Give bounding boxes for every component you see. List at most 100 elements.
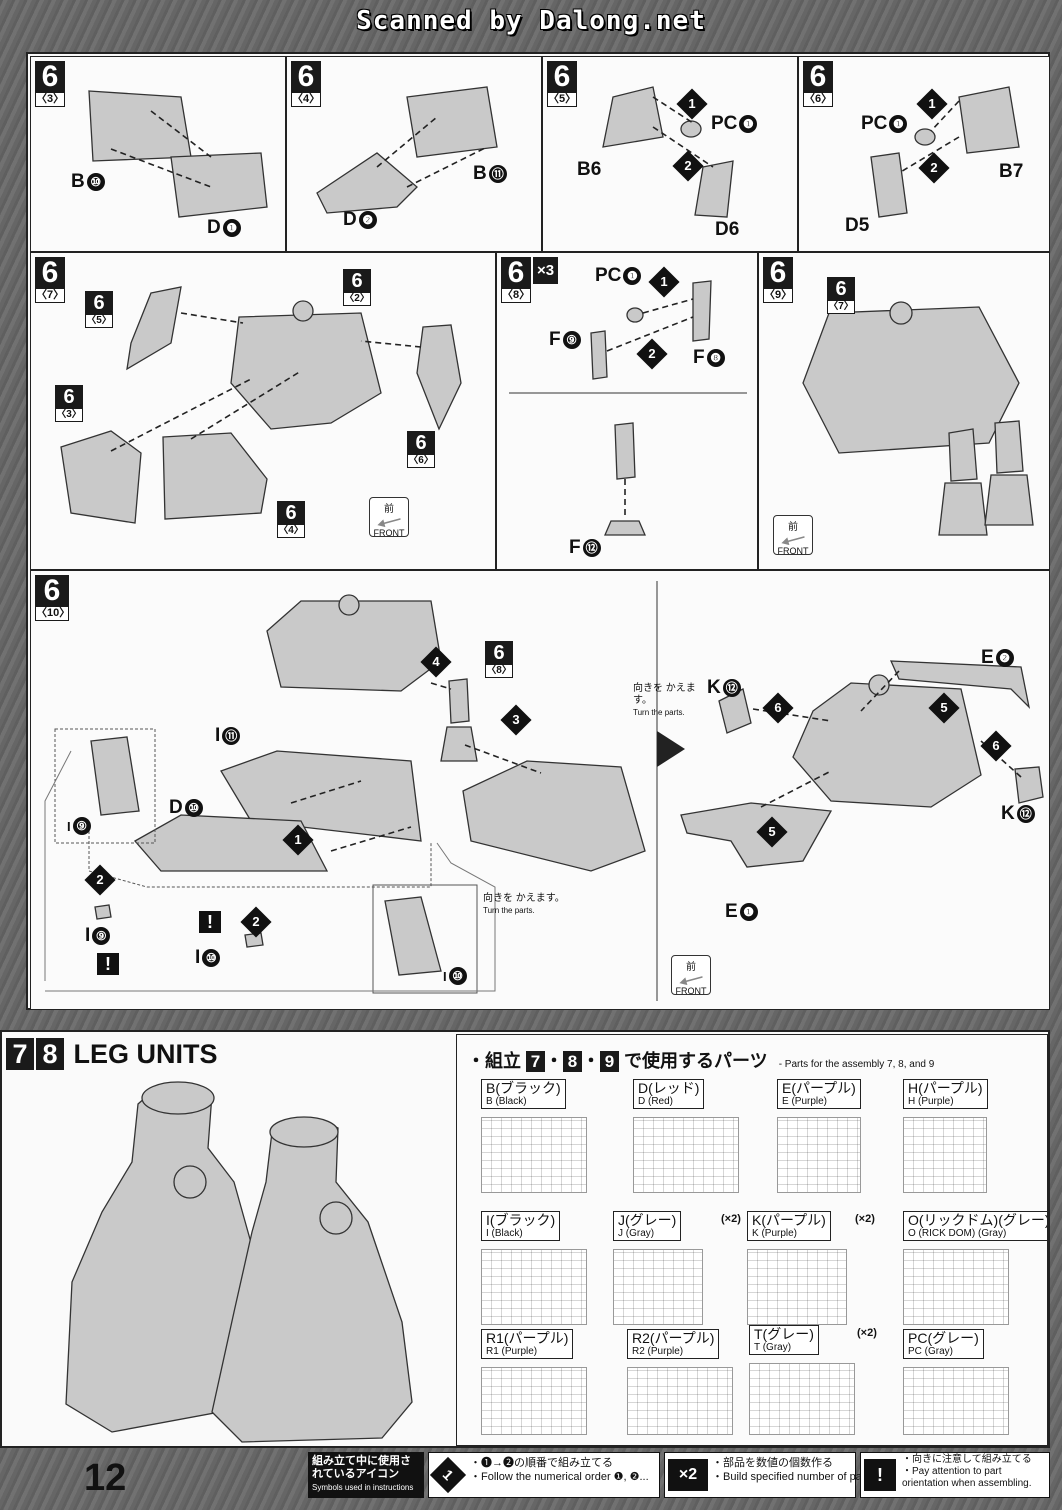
step-marker: 2 <box>672 150 704 182</box>
runner-b: B(ブラック)B (Black) <box>481 1079 601 1193</box>
runner-diagram <box>627 1367 733 1435</box>
step-number: 6 <box>35 61 65 93</box>
step-badge: 6〈3〉 <box>35 61 65 107</box>
step-badge: 6〈5〉 <box>547 60 577 107</box>
parts-illustration <box>88 90 268 218</box>
step-marker: 4 <box>420 646 452 678</box>
label-b7: B7 <box>999 161 1024 182</box>
step-badge: 6〈9〉 <box>763 256 793 303</box>
symbol-order-text: ・❶→❷の順番で組み立てる・Follow the numerical order… <box>470 1457 649 1483</box>
runner-d: D(レッド)D (Red) <box>633 1079 753 1193</box>
runner-h: H(パープル)H (Purple) <box>903 1079 1023 1193</box>
parts-illustration <box>602 86 734 218</box>
step-badge: 6〈6〉 <box>803 60 833 107</box>
runner-r1: R1(パープル)R1 (Purple) <box>481 1329 601 1435</box>
runner-r2: R2(パープル)R2 (Purple) <box>627 1329 747 1435</box>
step-marker: 6 <box>762 692 794 724</box>
runner-diagram <box>749 1363 855 1435</box>
runner-e: E(パープル)E (Purple) <box>777 1079 897 1193</box>
part-ref-6-8: 6〈8〉 <box>485 641 513 678</box>
parts-list-panel: ・組立 7・8・9 で使用するパーツ - Parts for the assem… <box>456 1034 1048 1446</box>
step-badge: 6〈7〉 <box>35 256 65 303</box>
step-marker: 5 <box>756 816 788 848</box>
runner-diagram <box>481 1117 587 1193</box>
scan-credit: Scanned by Dalong.net <box>356 6 706 36</box>
step-sub: 〈3〉 <box>35 93 65 107</box>
part-ref-6-2: 6〈2〉 <box>343 269 371 306</box>
step-marker: 2 <box>240 906 272 938</box>
step-marker: 2 <box>636 338 668 370</box>
parts-list-title: ・組立 7・8・9 で使用するパーツ - Parts for the assem… <box>467 1051 935 1072</box>
torso-with-thrusters-illustration <box>802 301 1034 536</box>
panel-6-10: 6〈10〉 <box>30 570 1050 1010</box>
symbol-order <box>428 1452 660 1498</box>
turn-parts-note: 向きを かえます。Turn the parts. <box>633 683 696 717</box>
orientation-warning-icon: ! <box>97 953 119 975</box>
skirt-assembly-illustration <box>44 581 1044 1001</box>
step-marker: 3 <box>500 704 532 736</box>
symbol-multiply-text: ・部品を数値の個数作る・Build specified number of pa… <box>712 1457 878 1483</box>
label-b6: B6 <box>577 159 602 180</box>
part-ref-6-3: 6〈3〉 <box>55 385 83 422</box>
page-number: 12 <box>84 1457 127 1499</box>
runner-o: O(リックドム)(グレー)O (RICK DOM) (Gray) <box>903 1211 1047 1325</box>
thruster-assembly-illustration <box>509 280 747 536</box>
part-ref-6-6: 6〈6〉 <box>407 431 435 468</box>
runner-diagram <box>633 1117 739 1193</box>
runner-t: T(グレー)T (Gray)(×2) <box>749 1325 877 1435</box>
runner-diagram <box>903 1367 1009 1435</box>
part-ref-6-4: 6〈4〉 <box>277 501 305 538</box>
warning-icon: ! <box>864 1459 896 1491</box>
parts-illustration <box>870 86 1020 218</box>
step-marker: 2 <box>84 864 116 896</box>
part-ref-6-5: 6〈5〉 <box>85 291 113 328</box>
label-d6: D6 <box>715 219 740 240</box>
runner-i: I(ブラック)I (Black) <box>481 1211 601 1325</box>
runner-diagram <box>903 1117 987 1193</box>
part-ref-6-7: 6〈7〉 <box>827 277 855 314</box>
step-badge: 6〈8〉 <box>501 256 531 303</box>
runner-j: J(グレー)J (Gray)(×2) <box>613 1211 741 1325</box>
leg-units-illustration <box>65 1081 413 1443</box>
step-badge: 6〈4〉 <box>291 60 321 107</box>
symbol-orientation-text: ・向きに注意して組み立てる・Pay attention to part orie… <box>902 1454 1032 1489</box>
orientation-warning-icon: ! <box>199 911 221 933</box>
runner-diagram <box>481 1367 587 1435</box>
runner-k: K(パープル)K (Purple)(×2) <box>747 1211 875 1325</box>
multiplier-badge: ×3 <box>533 257 559 284</box>
parts-illustration <box>316 86 498 214</box>
step-badge: 6〈10〉 <box>35 574 71 621</box>
